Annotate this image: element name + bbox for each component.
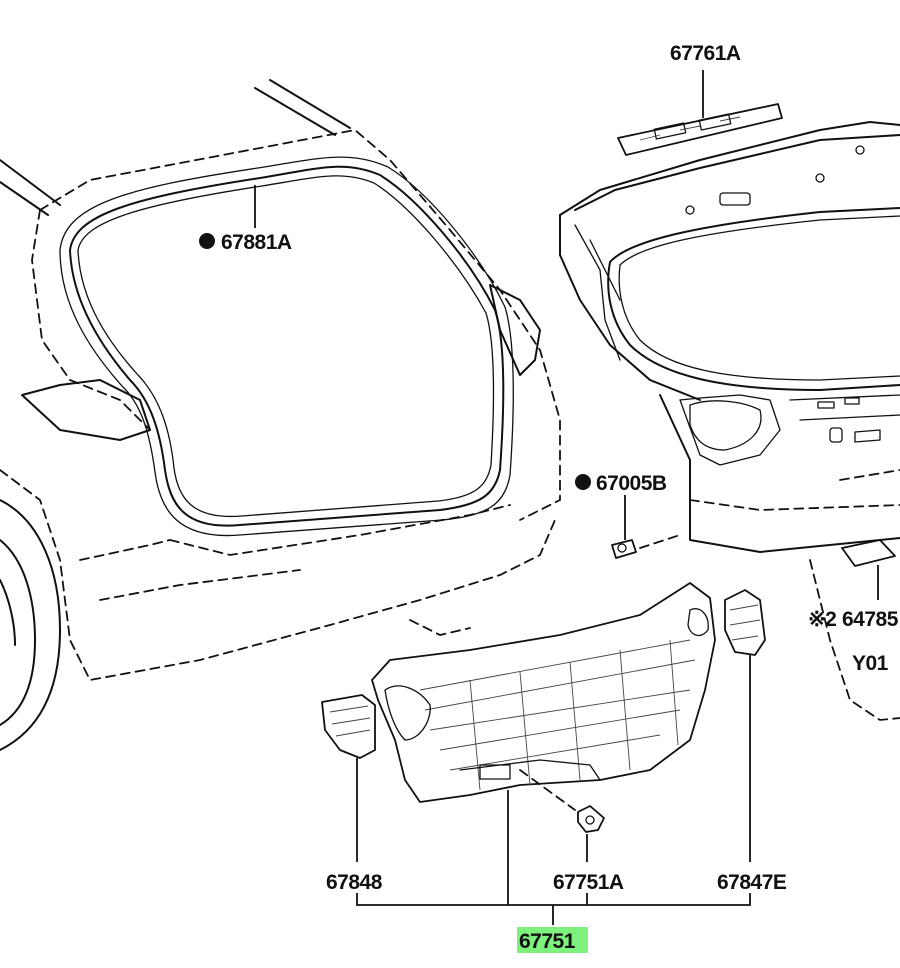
label-67751A[interactable]: 67751A [553, 871, 624, 894]
trim-board [321, 582, 766, 925]
bullet-67005B [575, 474, 591, 490]
part-labels: 67761A 67881A 67005B ※2 64785 Y01 67848 … [199, 42, 899, 953]
label-67847E[interactable]: 67847E [717, 871, 787, 894]
highlight-67751 [517, 927, 588, 953]
label-64785[interactable]: 64785 [842, 608, 899, 631]
label-67751[interactable]: 67751 [519, 930, 576, 953]
label-67005B[interactable]: 67005B [596, 472, 667, 495]
label-note-Y01: Y01 [852, 652, 889, 675]
back-door [559, 70, 900, 721]
label-67848[interactable]: 67848 [326, 871, 383, 894]
bullet-67881A [199, 233, 215, 249]
label-prefix-64785: ※2 [808, 608, 836, 631]
label-67881A[interactable]: 67881A [221, 231, 292, 254]
clip-upper [611, 495, 681, 559]
vehicle-body [0, 79, 561, 751]
label-67761A[interactable]: 67761A [670, 42, 741, 65]
